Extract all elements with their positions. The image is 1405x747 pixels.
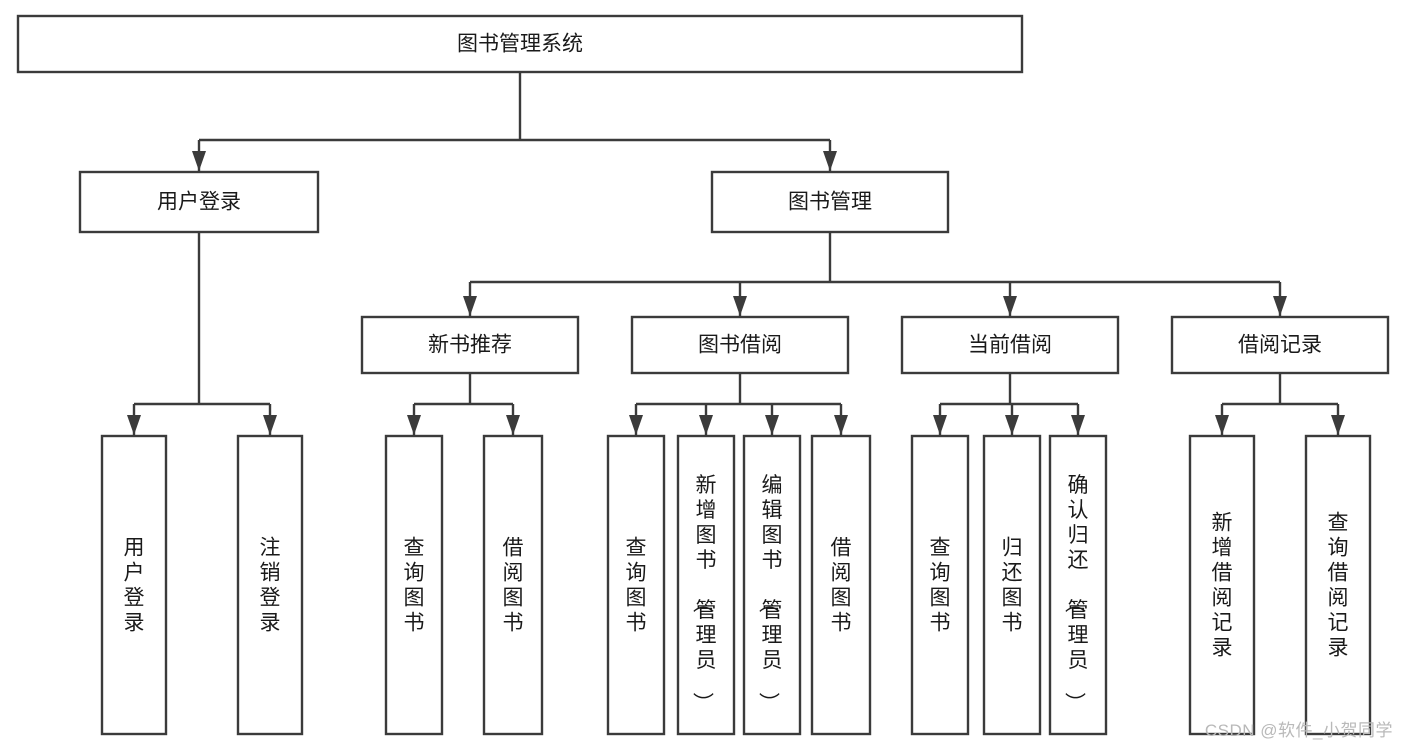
node-leaf-8[interactable]: 查询图书 (910, 434, 970, 736)
node-leaf-3-label: 借阅图书 (503, 537, 524, 635)
node-leaf-5-box[interactable] (676, 434, 736, 736)
node-level3-3[interactable]: 借阅记录 (1170, 315, 1390, 375)
node-leaf-12-label: 查询借阅记录 (1328, 512, 1349, 660)
node-level3-2-label: 当前借阅 (968, 334, 1052, 357)
node-level3-0-label: 新书推荐 (428, 334, 512, 357)
node-leaf-10-box[interactable] (1048, 434, 1108, 736)
node-leaf-9-label: 归还图书 (1002, 537, 1023, 635)
node-leaf-2[interactable]: 查询图书 (384, 434, 444, 736)
arrow-head-icon (506, 415, 520, 435)
node-leaf-2-label: 查询图书 (404, 537, 425, 635)
node-leaf-4-box[interactable] (606, 434, 666, 736)
arrow-head-icon (407, 415, 421, 435)
node-level2-1-label: 图书管理 (788, 191, 872, 214)
arrow-head-icon (733, 296, 747, 316)
node-leaf-0[interactable]: 用户登录 (100, 434, 168, 736)
node-leaf-2-box[interactable] (384, 434, 444, 736)
node-leaf-3[interactable]: 借阅图书 (482, 434, 544, 736)
node-leaf-6-label: 编辑图书（管理员） (757, 474, 783, 713)
node-level3-0[interactable]: 新书推荐 (360, 315, 580, 375)
node-level3-3-label: 借阅记录 (1238, 334, 1322, 357)
node-leaf-3-box[interactable] (482, 434, 544, 736)
node-root-book-management-system-box[interactable] (16, 14, 1024, 74)
node-leaf-1[interactable]: 注销登录 (236, 434, 304, 736)
node-leaf-11-label: 新增借阅记录 (1212, 512, 1233, 660)
node-leaf-4-label: 查询图书 (626, 537, 647, 635)
node-level3-1[interactable]: 图书借阅 (630, 315, 850, 375)
arrow-head-icon (699, 415, 713, 435)
node-leaf-6[interactable]: 编辑图书（管理员） (742, 434, 802, 736)
arrow-head-icon (823, 151, 837, 171)
arrow-head-icon (933, 415, 947, 435)
node-level3-2-box[interactable] (900, 315, 1120, 375)
arrow-head-icon (1273, 296, 1287, 316)
node-level3-1-box[interactable] (630, 315, 850, 375)
node-leaf-10-label: 确认归还（管理员） (1063, 474, 1089, 713)
node-level2-0[interactable]: 用户登录 (78, 170, 320, 234)
node-leaf-9-box[interactable] (982, 434, 1042, 736)
node-level2-1-box[interactable] (710, 170, 950, 234)
node-level3-3-box[interactable] (1170, 315, 1390, 375)
arrow-head-icon (1003, 296, 1017, 316)
node-leaf-9[interactable]: 归还图书 (982, 434, 1042, 736)
node-level2-0-label: 用户登录 (157, 191, 241, 214)
arrow-head-icon (765, 415, 779, 435)
node-leaf-12[interactable]: 查询借阅记录 (1304, 434, 1372, 736)
watermark-label: CSDN @软件_小贺同学 (1204, 721, 1393, 740)
arrow-head-icon (1071, 415, 1085, 435)
node-leaf-5[interactable]: 新增图书（管理员） (676, 434, 736, 736)
node-leaf-1-box[interactable] (236, 434, 304, 736)
node-leaf-10[interactable]: 确认归还（管理员） (1048, 434, 1108, 736)
arrow-head-icon (1331, 415, 1345, 435)
node-leaf-0-label: 用户登录 (124, 537, 145, 635)
node-leaf-1-label: 注销登录 (260, 537, 281, 635)
node-leaf-11[interactable]: 新增借阅记录 (1188, 434, 1256, 736)
node-leaf-7-box[interactable] (810, 434, 872, 736)
arrow-head-icon (192, 151, 206, 171)
node-leaf-12-box[interactable] (1304, 434, 1372, 736)
arrow-head-icon (629, 415, 643, 435)
arrow-head-icon (263, 415, 277, 435)
arrow-head-icon (127, 415, 141, 435)
node-leaf-8-box[interactable] (910, 434, 970, 736)
node-leaf-5-label: 新增图书（管理员） (691, 474, 717, 713)
node-leaf-8-label: 查询图书 (930, 537, 951, 635)
node-leaf-0-box[interactable] (100, 434, 168, 736)
node-root-book-management-system[interactable]: 图书管理系统 (16, 14, 1024, 74)
node-leaf-6-box[interactable] (742, 434, 802, 736)
node-leaf-7-label: 借阅图书 (831, 537, 852, 635)
node-level3-0-box[interactable] (360, 315, 580, 375)
node-root-book-management-system-label: 图书管理系统 (457, 33, 583, 56)
node-leaf-11-box[interactable] (1188, 434, 1256, 736)
arrow-head-icon (834, 415, 848, 435)
arrow-head-icon (1215, 415, 1229, 435)
node-level3-2[interactable]: 当前借阅 (900, 315, 1120, 375)
arrow-head-icon (463, 296, 477, 316)
node-level2-1[interactable]: 图书管理 (710, 170, 950, 234)
node-leaf-7[interactable]: 借阅图书 (810, 434, 872, 736)
node-level2-0-box[interactable] (78, 170, 320, 234)
arrow-head-icon (1005, 415, 1019, 435)
node-level3-1-label: 图书借阅 (698, 334, 782, 357)
node-leaf-4[interactable]: 查询图书 (606, 434, 666, 736)
